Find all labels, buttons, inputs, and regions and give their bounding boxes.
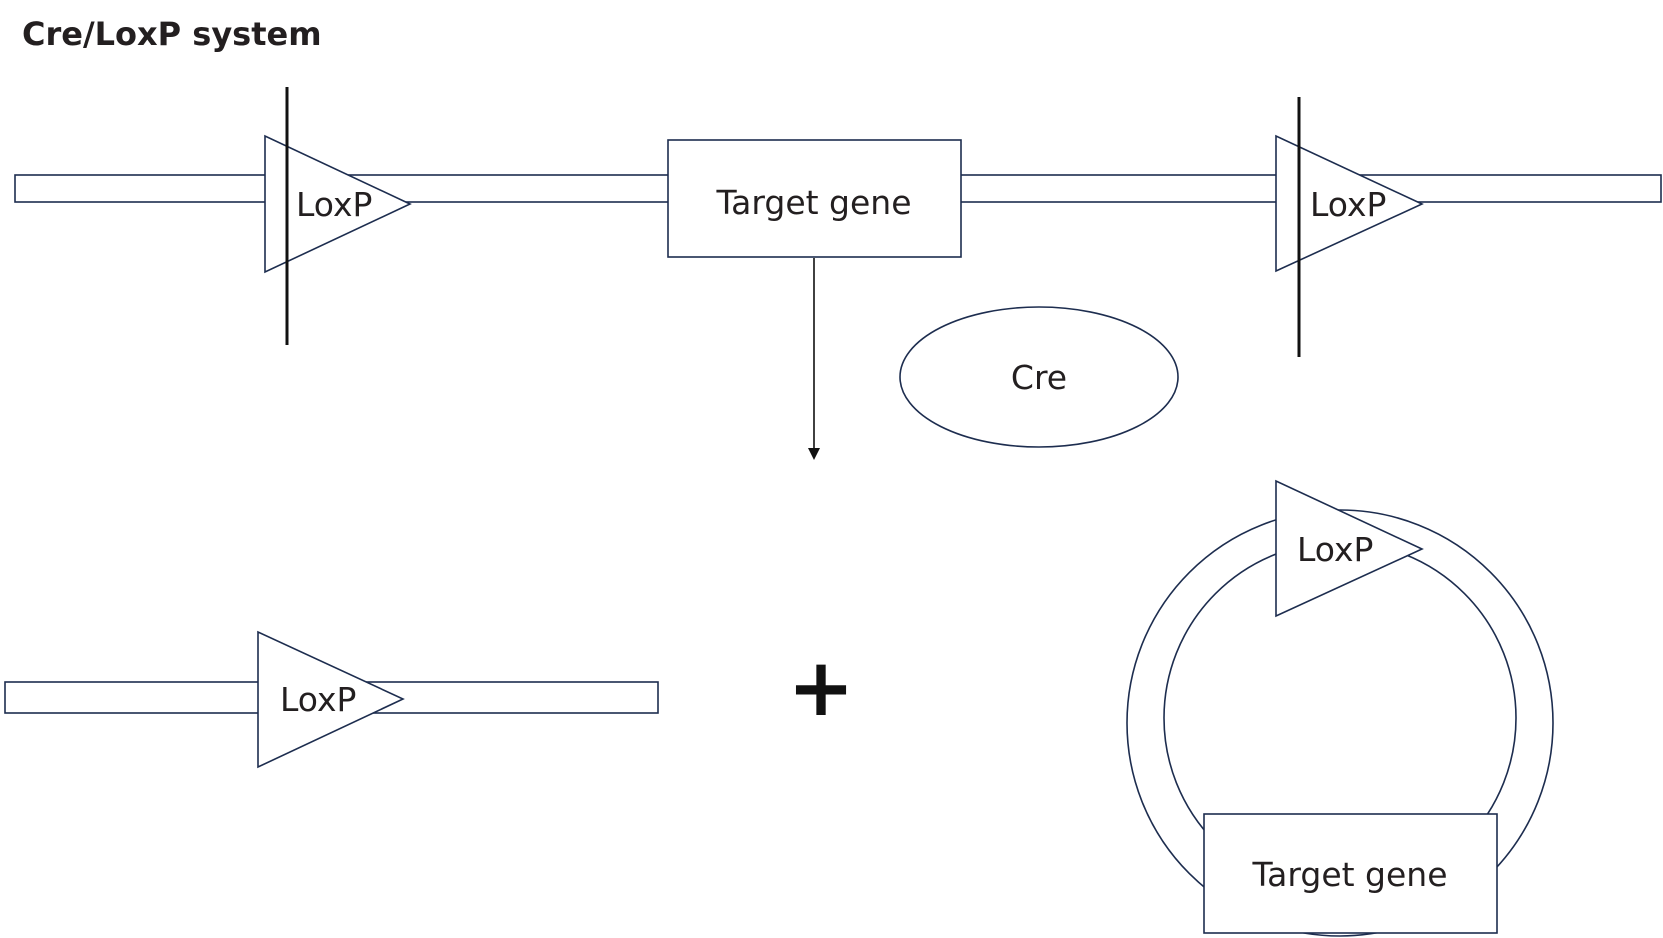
loxp-label-right: LoxP [1310,185,1386,224]
target-gene-box-circle [1203,813,1498,934]
cre-ellipse [899,306,1179,448]
loxp-site-right: LoxP [1275,97,1424,357]
loxp-site-left: LoxP [264,87,412,345]
loxp-triangle-right [1275,134,1424,273]
loxp-triangle-left [264,134,412,274]
target-gene-top: Target gene [667,139,962,258]
page-title: Cre/LoxP system [22,15,322,53]
cre-recombinase: Cre [899,306,1179,448]
target-gene-box-top [667,139,962,258]
loxp-triangle-product [257,630,405,769]
loxp-label-circle: LoxP [1297,530,1373,569]
cre-label: Cre [1011,358,1067,397]
circular-product: LoxP Target gene [1126,479,1554,937]
loxp-label-left: LoxP [296,185,372,224]
target-gene-label-top: Target gene [715,183,911,222]
loxp-site-product: LoxP [257,630,405,769]
target-gene-circle: Target gene [1203,813,1498,934]
loxp-site-circle: LoxP [1275,479,1424,618]
target-gene-label-circle: Target gene [1251,855,1447,894]
plus-sign: + [787,641,854,734]
loxp-label-product: LoxP [280,680,356,719]
loxp-triangle-circle [1275,479,1424,618]
